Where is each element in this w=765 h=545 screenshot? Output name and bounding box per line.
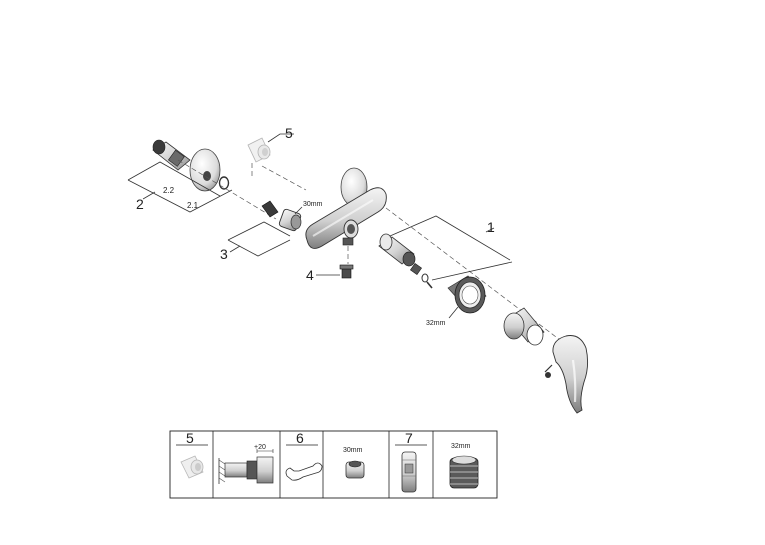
wrench-icon — [285, 462, 323, 481]
legend-head-5: 5 — [186, 430, 194, 446]
part-lever-handle — [544, 335, 589, 414]
legend-30mm-label: 30mm — [343, 447, 363, 454]
callout-2: 2 — [136, 196, 144, 212]
legend-5-sleeve-icon — [180, 455, 204, 479]
dim-32mm: 32mm — [426, 320, 446, 327]
legend-head-6: 6 — [296, 430, 304, 446]
callout-2-2: 2.2 — [163, 186, 175, 195]
part-s-union — [152, 139, 191, 171]
part-5-sleeve — [247, 137, 271, 163]
legend-32mm-label: 32mm — [451, 443, 471, 450]
legend-head-7: 7 — [405, 430, 413, 446]
callout-1: 1 — [487, 219, 495, 235]
part-washer-2-1 — [218, 176, 230, 190]
legend-plus-20: +20 — [254, 444, 266, 451]
part-cover-sleeve — [503, 307, 545, 346]
legend-table — [169, 430, 498, 499]
part-4-outlet — [339, 264, 354, 279]
callout-4: 4 — [306, 267, 314, 283]
mixer-body — [305, 167, 387, 249]
part-3-connector — [261, 200, 302, 232]
callout-3: 3 — [220, 246, 228, 262]
legend-cartridge-tool-icon — [401, 451, 417, 493]
legend-32mm-nut-icon — [449, 455, 479, 489]
part-32mm-nut — [447, 275, 487, 314]
dim-30mm: 30mm — [303, 201, 323, 208]
callout-2-1: 2.1 — [187, 201, 199, 210]
legend-extension-icon — [218, 449, 274, 484]
callout-5: 5 — [285, 125, 293, 141]
part-1-cartridge — [378, 233, 433, 289]
legend-30mm-nut-icon — [345, 460, 365, 479]
